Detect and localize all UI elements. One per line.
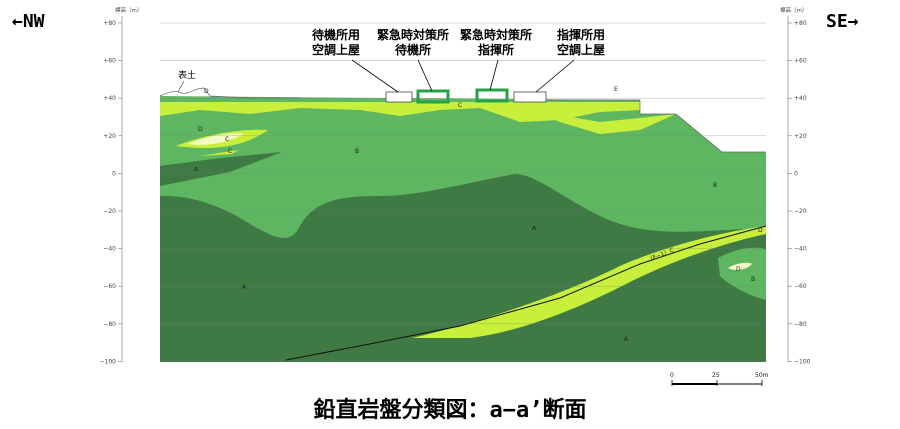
zone-letters: D E C D C C A B B A A A D B D [194, 86, 763, 343]
zone-a-south: A [624, 336, 629, 343]
scale-label-0: 0 [670, 372, 674, 379]
left-tick-label: −40 [103, 246, 116, 253]
rock-layers [159, 87, 767, 362]
zone-b-east-pocket: B [751, 276, 755, 283]
leader-line-1 [351, 59, 399, 93]
right-tick-label: +80 [794, 20, 807, 27]
leader-line-2 [417, 59, 433, 92]
class-c-sliver [200, 150, 238, 156]
leader-line-4 [535, 59, 575, 93]
leader-line-3 [489, 59, 499, 91]
zone-a-west: A [194, 166, 199, 173]
zone-a-southwest: A [242, 284, 247, 291]
zone-c-surface: C [458, 102, 462, 109]
right-tick-label: 0 [794, 170, 798, 177]
zone-d-east: D [736, 266, 741, 273]
right-tick-label: +20 [794, 133, 807, 140]
topsoil-line [159, 87, 300, 99]
waiting-hvac-building [385, 91, 413, 103]
zone-d-west: D [198, 126, 203, 133]
left-tick-label: 0 [112, 170, 116, 177]
label-command-hvac-2: 空調上屋 [557, 42, 605, 57]
right-tick-label: +40 [794, 95, 807, 102]
elevation-grid: +80 +80 +60 +60 +40 +40 +20 +20 0 0 −20 −20 −40 −40 −6… [100, 20, 811, 365]
scale-bar: 0 25 50m [670, 372, 769, 386]
left-tick-label: −80 [103, 321, 116, 328]
zone-d-east-edge: D [758, 227, 763, 234]
class-a-west-wedge [160, 152, 282, 186]
scale-label-50: 50m [755, 372, 769, 379]
class-d-west-lens [188, 133, 244, 145]
label-emergency-waiting-1: 緊急時対策所 [377, 27, 449, 42]
label-emergency-command-1: 緊急時対策所 [460, 27, 532, 42]
scale-label-25: 25 [712, 372, 720, 379]
right-tick-label: −40 [794, 246, 807, 253]
label-waiting-hvac-2: 空調上屋 [312, 42, 360, 57]
emergency-command-building [475, 88, 509, 103]
left-tick-label: +80 [103, 20, 116, 27]
right-tick-label: −80 [794, 321, 807, 328]
figure-title: 鉛直岩盤分類図：a−a’断面 [314, 397, 587, 423]
left-tick-label: −60 [103, 283, 116, 290]
left-tick-label: −100 [100, 358, 117, 365]
label-command-hvac-1: 指揮所用 [557, 27, 605, 42]
left-tick-label: +20 [103, 133, 116, 140]
scale-bar-filled [672, 383, 717, 385]
class-c-central-lens [470, 104, 676, 134]
fault-line [285, 225, 767, 361]
zone-e-marker: E [614, 86, 618, 93]
label-emergency-waiting-2: 待機所 [395, 42, 431, 57]
nw-direction-label: ←NW [12, 11, 45, 32]
building-labels: 待機所用 空調上屋 緊急時対策所 待機所 緊急時対策所 指揮所 指揮所用 空調上… [312, 27, 605, 57]
class-d-east-pocket [728, 262, 752, 271]
zone-d-topsoil: D [204, 88, 209, 95]
right-tick-label: −20 [794, 208, 807, 215]
left-tick-label: −20 [103, 208, 116, 215]
zone-a-central: A [532, 225, 537, 232]
class-b-east-pocket [718, 247, 766, 300]
zone-b-east: B [713, 182, 717, 189]
class-c-surface-band [160, 102, 640, 122]
class-a-deep-body [160, 174, 766, 362]
topsoil-label: 表土 [178, 69, 196, 81]
class-c-fault-zone [412, 226, 766, 338]
left-tick-label: +40 [103, 95, 116, 102]
topsoil-leader [177, 80, 185, 93]
left-axis-label: 標高（m） [115, 6, 142, 14]
zone-b-central: B [355, 148, 359, 155]
structures [351, 59, 575, 104]
zone-c-sliver: C [228, 148, 232, 155]
left-tick-label: +60 [103, 58, 116, 65]
right-axis-label: 標高（m） [780, 6, 807, 14]
emergency-waiting-building [416, 89, 450, 104]
label-waiting-hvac-1: 待機所用 [312, 27, 360, 42]
right-tick-label: −100 [794, 358, 811, 365]
label-emergency-command-2: 指揮所 [478, 42, 514, 57]
command-hvac-building [513, 91, 547, 103]
right-tick-label: +60 [794, 58, 807, 65]
se-direction-label: SE→ [826, 11, 859, 32]
surface-line-east [548, 99, 766, 153]
right-tick-label: −60 [794, 283, 807, 290]
zone-c-west: C [225, 136, 229, 143]
